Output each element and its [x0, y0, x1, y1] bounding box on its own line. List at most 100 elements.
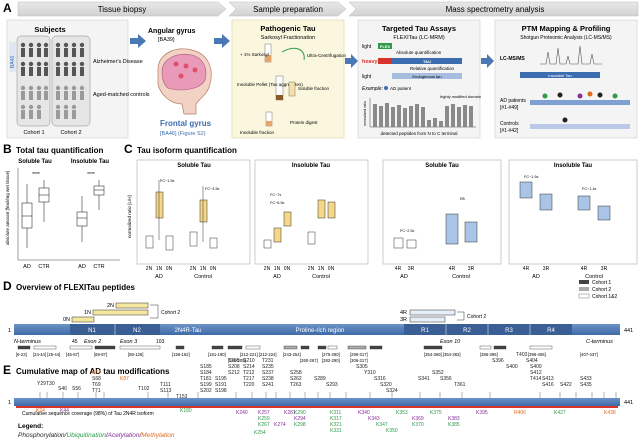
site-t217: T217 [243, 376, 255, 382]
site-s409: S409 [530, 364, 542, 370]
targeted-heavy: heavy [362, 59, 379, 65]
arrow-brain-prep [214, 34, 230, 48]
panel-b-title: Total tau quantification [16, 146, 104, 155]
targeted-title: Targeted Tau Assays [382, 24, 456, 33]
tau-domain-bar: 1 441 N1 N2 2N4R-Tau Proline-rich region… [8, 324, 633, 335]
panel-c1-frame [136, 159, 251, 265]
range-18: [407-437] [580, 352, 598, 357]
range-3: [68-87] [94, 352, 107, 357]
targeted-endo: Endogenous tau [412, 74, 441, 79]
range-0: [6-23] [16, 352, 27, 357]
panel-a-header: Tissue biopsy Sample preparation Mass sp… [17, 1, 639, 17]
legend-ubi: Ubiquitination [66, 432, 106, 439]
site-t102: T102 [138, 386, 150, 392]
site-k290: K290 [294, 410, 306, 416]
arrow-subjects-brain [130, 34, 146, 48]
site-s46: S46 [58, 386, 67, 392]
panel-d-legend: Cohort 1 Cohort 2 Cohort 1&2 [578, 280, 618, 300]
ptm-lcms: LC-MS/MS [500, 56, 525, 62]
domain-r4: R4 [547, 328, 555, 334]
site-k331: K331 [330, 428, 342, 434]
site-t414: T414 [530, 376, 542, 382]
subjects-ba46: BA46 [10, 56, 16, 68]
site-k383: K383 [448, 416, 460, 422]
site-k317: K317 [330, 416, 342, 422]
range-11: [275-280] [322, 352, 340, 357]
range-8: [212-221] [212-224] [240, 352, 277, 357]
site-s324: S324 [386, 388, 398, 394]
site-s305: S305 [356, 364, 368, 370]
d-num-45: 45 [72, 339, 78, 345]
panel-c4-fc2: FC~1.4x [582, 187, 597, 191]
panel-b: B Total tau quantification absolute amou… [3, 142, 120, 270]
legend-acet: Acetylation [107, 432, 140, 439]
legend-meth: Methylation [141, 432, 175, 439]
panel-c-letter: C [124, 142, 133, 156]
domain-proline: Proline-rich region [296, 328, 345, 334]
panel-c3-tick-4r: 4R [395, 266, 402, 272]
site-s208: S208 [228, 364, 240, 370]
site-t181: T181 [200, 376, 212, 382]
e-end: 441 [624, 400, 633, 406]
site-s396: S396 [492, 358, 504, 364]
panel-c1-tick-2n-b: 2N [190, 266, 197, 272]
panel-b-letter: B [3, 142, 12, 156]
range-17: [396-406] [528, 352, 546, 357]
range-12: [282-290] [322, 358, 340, 363]
header-mass-spec: Mass spectrometry analysis [446, 5, 545, 14]
prep-digest: Protein digest [290, 120, 318, 125]
site-t205: T205 [228, 358, 240, 364]
range-2: [45-67] [66, 352, 79, 357]
prep-sol-fraction: Soluble fraction [298, 86, 330, 91]
panel-b-tick-ctr-1: CTR [38, 264, 49, 270]
d-cterm: C-terminus [586, 339, 613, 345]
prep-title: Pathogenic Tau [260, 24, 316, 33]
site-s416: S416 [542, 382, 554, 388]
brain-frontal: Frontal gyrus [160, 119, 212, 128]
prep-sarkosyl: + 1% Sarkosyl [240, 52, 269, 57]
panel-c4-tick-4r: 4R [523, 266, 530, 272]
ptm-ad-range: [#1-#49] [500, 105, 519, 111]
panel-c1-group-ctrl: Control [194, 274, 212, 280]
subjects-controls: Aged-matched controls [93, 92, 150, 98]
panel-c2-fc2: FC~6.5x [270, 201, 285, 205]
site-k274: K274 [274, 422, 286, 428]
site-s316: S316 [374, 376, 386, 382]
range-6: [181-190] [208, 352, 226, 357]
site-s400: S400 [506, 364, 518, 370]
subjects-cohort2: Cohort 2 [60, 130, 81, 136]
panel-b-sub-soluble: Soluble Tau [18, 159, 52, 165]
site-k321: K321 [330, 422, 342, 428]
panel-b-stars-1: **** [32, 172, 40, 178]
person-icons [20, 42, 85, 76]
site-t111: T111 [160, 382, 171, 388]
ptm-ctrl-range: [#1-#42] [500, 128, 519, 134]
targeted-patient: AD patient [390, 86, 412, 91]
panel-c4-title: Insoluble Tau [554, 163, 593, 169]
site-k347: K347 [376, 422, 388, 428]
site-t212: T212 [243, 370, 255, 376]
site-k254: K254 [254, 430, 266, 436]
d-end: 441 [624, 328, 633, 334]
panel-c-ylabel: normalized ratio [L/H] [127, 195, 132, 238]
site-t71: T71 [92, 388, 101, 394]
domain-n2: N2 [133, 328, 141, 334]
panel-b-tick-ctr-2: CTR [93, 264, 104, 270]
panel-c3-group-ad: AD [400, 274, 408, 280]
e-legend-title: Legend: [18, 423, 43, 430]
targeted-subtitle: FLEXITau (LC-MRM) [393, 35, 445, 41]
targeted-modified: highly modified domain [440, 94, 481, 99]
legend-cohort2: Cohort 2 [592, 287, 611, 293]
site-k87: K87 [120, 376, 129, 382]
brain-frontal-ba: [BA46] (Figure S2) [160, 131, 206, 137]
site-k281: K281 [284, 410, 296, 416]
panel-c3-group-ctrl: Control [452, 274, 470, 280]
site-s422: S422 [560, 382, 572, 388]
site-s320: S320 [380, 382, 392, 388]
panel-c2-tick-1n: 1N [274, 266, 281, 272]
site-k375: K375 [430, 410, 442, 416]
panel-c4-frame [508, 159, 638, 265]
site-y310: Y310 [364, 370, 376, 376]
legend-phos: Phosphorylation [18, 432, 65, 439]
